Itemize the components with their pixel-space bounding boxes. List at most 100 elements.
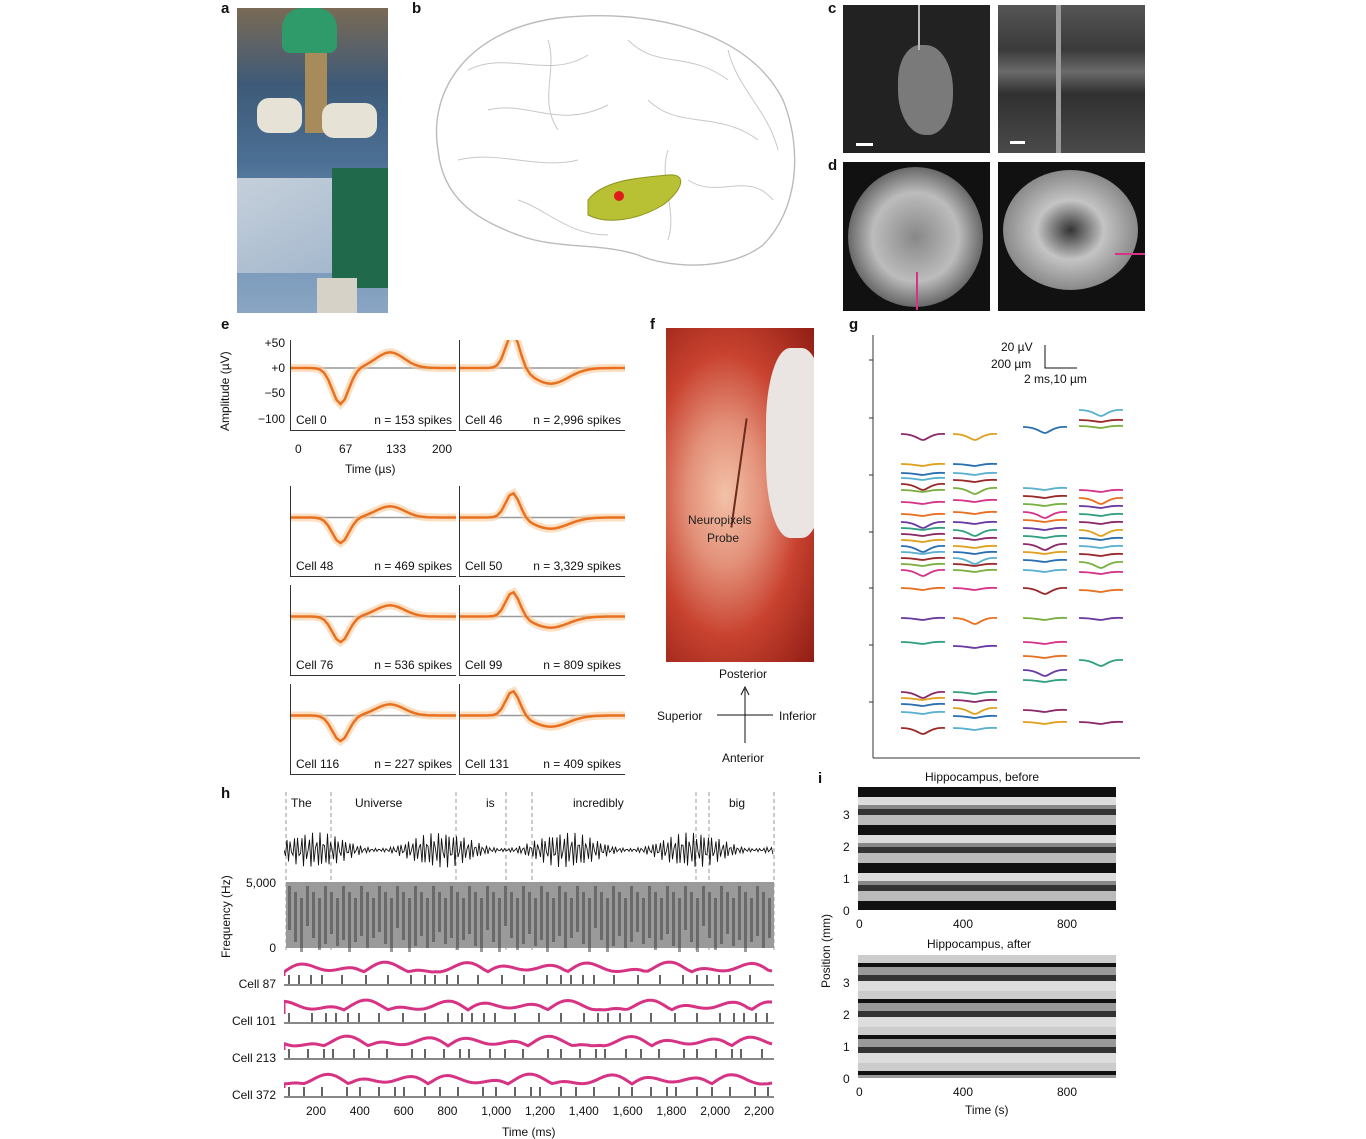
spectrogram-band [390,898,393,952]
channel-trace [900,556,946,561]
channel-trace [952,544,998,549]
spectrogram-band [732,898,735,946]
channel-trace [1022,526,1068,531]
panel-h-xtick: 2,200 [744,1104,775,1118]
spectrogram-band [306,886,309,926]
channel-trace [1022,640,1068,645]
spectrogram-band [594,886,597,928]
channel-trace [1022,720,1068,725]
spectrogram-band [648,886,651,938]
panel-h-xtick: 600 [393,1104,414,1118]
spectrogram-band [576,886,579,932]
channel-trace [1022,616,1068,621]
mri-coronal-image [998,162,1145,311]
panel-e-ylabel: Amplitude (µV) [218,351,232,431]
channel-trace [952,520,998,525]
spike-count: n = 2,996 spikes [533,413,621,427]
channel-trace [1078,512,1124,517]
spectrogram-band [756,886,759,936]
waveform-plot [291,700,456,747]
word-universe: Universe [355,796,403,810]
panel-e-ytick-4: −100 [257,412,285,426]
scale-depth: 200 µm [991,357,1032,371]
channel-trace [1078,520,1124,525]
panel-e-xtick-1: 0 [295,442,302,456]
panel-label-i: i [818,770,823,787]
channel-trace [952,698,998,703]
spectrogram-band [450,886,453,938]
channel-trace [900,550,946,555]
spectrogram-band [420,892,423,936]
orientation-inferior: Inferior [779,709,817,723]
cell-name: Cell 131 [465,757,510,771]
cell-213-label: Cell 213 [231,1051,276,1065]
firing-rate-curve [284,1034,773,1050]
channel-trace [952,471,998,476]
spectrogram-band [480,898,483,952]
channel-trace [1022,558,1068,563]
cell-name: Cell 50 [465,559,503,573]
panel-h-xtick: 1,200 [525,1104,556,1118]
spectrogram-band [582,892,585,944]
channel-trace [952,707,998,715]
panel-label-e: e [221,316,230,333]
spike-count: n = 227 spikes [374,757,452,771]
mean-waveform [291,505,456,545]
spectrogram-band [354,898,357,942]
spectrogram-band [330,892,333,934]
spectrogram-band [744,892,747,952]
scale-bar [1044,345,1077,369]
scale-time-width: 2 ms,10 µm [1024,372,1087,386]
panel-label-a: a [221,0,230,17]
channel-trace [900,476,946,481]
waveform-plot [460,488,625,533]
channel-trace [900,545,946,553]
spectrogram-band [372,898,375,938]
panel-h-ylabel: Frequency (Hz) [219,875,233,958]
panel-i-ylabel: Position (mm) [819,913,833,988]
word-is: is [486,796,495,810]
channel-trace [1078,409,1124,417]
spectrogram-band [408,898,411,952]
waveform-plot [460,587,625,632]
channel-trace [952,498,998,503]
channel-trace [1078,544,1124,549]
panel-h-xtick: 1,000 [481,1104,512,1118]
channel-trace [1022,494,1068,499]
spectrogram-band [702,886,705,926]
spectrogram-band [738,886,741,940]
spectrogram-band [726,892,729,934]
spectrogram-band [690,892,693,942]
channel-trace [900,471,946,476]
spectrogram-band [708,892,711,938]
orientation-compass [717,685,773,743]
tissue-overview-image [843,5,990,153]
heatmap-after [858,955,1116,1078]
waveform-plot [460,686,625,731]
channel-trace [952,557,998,565]
spectrogram-band [654,892,657,950]
spectrogram-band [570,898,573,938]
channel-trace [900,569,946,577]
waveform-plot [291,348,456,410]
spectrogram-band [324,886,327,944]
spectrogram-band [468,886,471,934]
panel-i-ytick-before: 1 [843,872,850,886]
spike-count: n = 469 spikes [374,559,452,573]
channel-trace [1078,552,1124,557]
channel-trace [1022,654,1068,659]
spectrogram-band [684,886,687,930]
panel-e-xtick-3: 133 [386,442,407,456]
channel-trace [952,487,998,495]
recording-site-dot [614,191,624,201]
heatmap-title-before: Hippocampus, before [925,770,1040,784]
cell-87-label: Cell 87 [238,977,276,991]
word-incredibly: incredibly [573,796,624,810]
panel-e-xtick-2: 67 [339,442,353,456]
panel-i-ytick-before: 2 [843,840,850,854]
channel-trace [900,586,946,591]
